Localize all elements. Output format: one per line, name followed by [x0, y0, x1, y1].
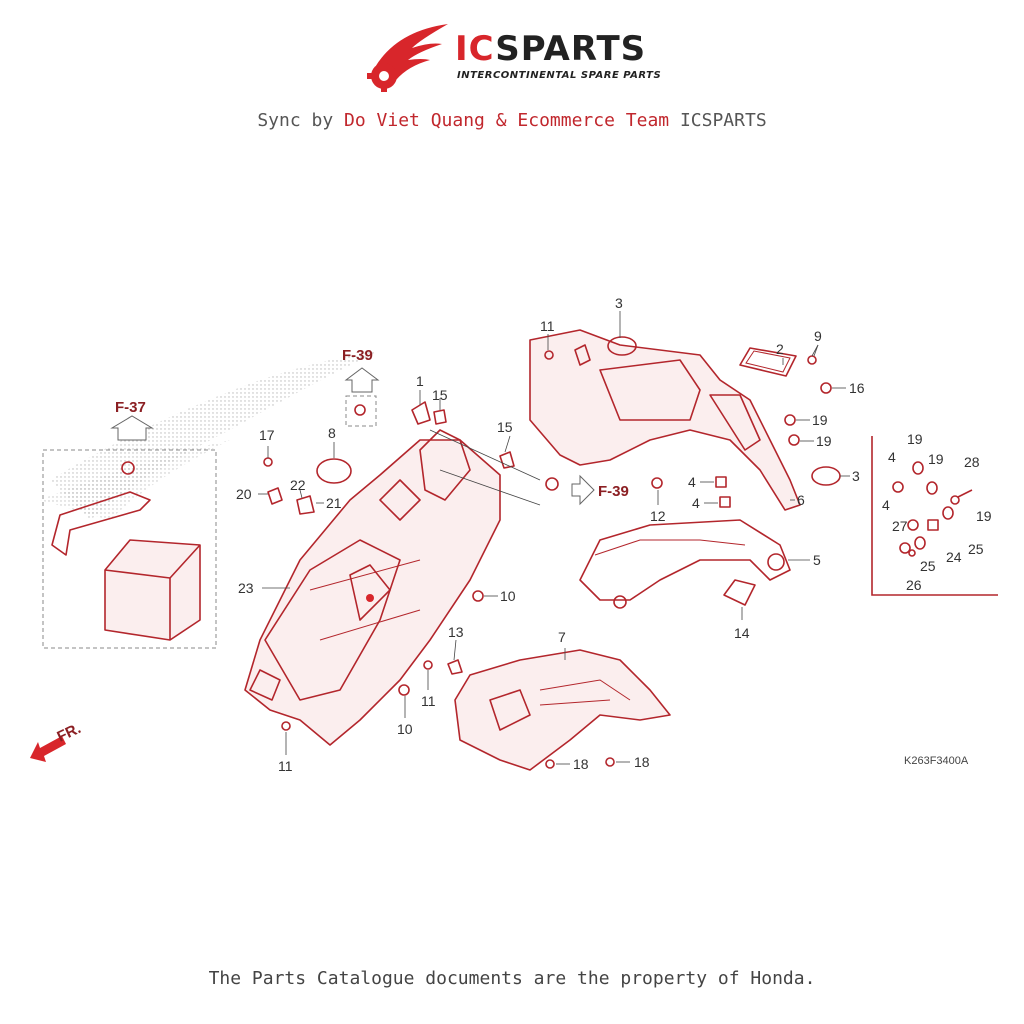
license-bracket-part: [529, 329, 801, 511]
part-label-11: 11: [540, 318, 555, 334]
part-label-19: 19: [812, 412, 828, 428]
nut-part: [447, 659, 463, 675]
part-label-18: 18: [573, 756, 589, 772]
collar-part: [719, 496, 731, 508]
shading-swoosh: [40, 440, 230, 520]
washer-part: [788, 434, 800, 446]
part-label-19: 19: [907, 431, 923, 447]
part-label-11: 11: [278, 758, 293, 774]
part-label-13: 13: [448, 624, 464, 640]
part-label-16: 16: [849, 380, 865, 396]
ring-part: [316, 458, 352, 484]
footer-notice: The Parts Catalogue documents are the pr…: [208, 968, 816, 989]
part-label-14: 14: [734, 625, 750, 641]
battery-group-box: [42, 449, 217, 649]
part-label-19: 19: [976, 508, 992, 524]
screw-part: [605, 757, 615, 767]
brand-tagline: INTERCONTINENTAL SPARE PARTS: [457, 70, 662, 81]
nut-part: [499, 451, 515, 469]
part-label-26: 26: [906, 577, 922, 593]
part-label-4: 4: [888, 449, 896, 465]
part-label-10: 10: [500, 588, 516, 604]
part-label-21: 21: [326, 495, 342, 511]
part-label-27: 27: [892, 518, 908, 534]
part-label-8: 8: [328, 425, 336, 441]
inset-hardware: [892, 461, 973, 557]
part-label-3: 3: [615, 295, 623, 311]
bolt-part: [544, 350, 554, 360]
part-label-5: 5: [813, 552, 821, 568]
part-label-25: 25: [920, 558, 936, 574]
part-label-2: 2: [776, 341, 784, 357]
brand-name: ICSPARTS: [455, 29, 647, 69]
ref-f37: F-37: [115, 399, 146, 416]
seal-part: [723, 579, 756, 606]
part-label-20: 20: [236, 486, 252, 502]
rear-fender-part: [244, 429, 501, 746]
screw-part: [545, 759, 555, 769]
brand-logo: ICSPARTS INTERCONTINENTAL SPARE PARTS: [360, 22, 670, 92]
part-label-9: 9: [814, 328, 822, 344]
part-label-18: 18: [634, 754, 650, 770]
reflector-part: [739, 347, 797, 377]
part-label-24: 24: [946, 549, 962, 565]
ref-front: FR.: [55, 720, 84, 746]
part-label-3: 3: [852, 468, 860, 484]
part-label-15: 15: [432, 387, 448, 403]
part-label-25: 25: [968, 541, 984, 557]
part-label-6: 6: [797, 492, 805, 508]
part-label-4: 4: [882, 497, 890, 513]
grab-rail-part: [579, 519, 791, 609]
diagram-code: K263F3400A: [904, 755, 969, 767]
clip-part: [267, 487, 283, 505]
bolt-part: [472, 590, 484, 602]
ref-f39-top: F-39: [342, 347, 373, 364]
sync-credit: Sync by Do Viet Quang & Ecommerce Team I…: [257, 110, 767, 131]
right-arrow-icon: [571, 474, 595, 506]
screw-part: [807, 355, 817, 365]
nut-part: [433, 409, 447, 425]
bolt-part: [354, 404, 366, 416]
front-arrow-icon: [30, 736, 66, 762]
part-label-11: 11: [421, 693, 436, 709]
part-label-4: 4: [688, 474, 696, 490]
washer-part: [784, 414, 796, 426]
inset-border: [871, 436, 998, 596]
bolt-part: [545, 477, 559, 491]
part-label-23: 23: [238, 580, 254, 596]
part-label-10: 10: [397, 721, 413, 737]
nut-part: [651, 477, 663, 489]
part-label-1: 1: [416, 373, 424, 389]
wing-gear-icon: [367, 24, 448, 92]
battery-part: [51, 461, 201, 641]
part-label-15: 15: [497, 419, 513, 435]
fuse-holder-part: [296, 495, 315, 515]
ref-f39-right: F-39: [598, 483, 629, 500]
grommet-part: [811, 466, 841, 486]
up-arrow-icon: [344, 367, 380, 393]
bolt-part: [263, 457, 273, 467]
bracket-part: [411, 401, 431, 425]
grommet-part: [607, 336, 637, 356]
bolt-detail-box: [345, 395, 377, 427]
collar-part: [715, 476, 727, 488]
part-label-17: 17: [259, 427, 275, 443]
bolt-part: [281, 721, 291, 731]
part-label-19: 19: [816, 433, 832, 449]
part-label-7: 7: [558, 629, 566, 645]
part-label-19: 19: [928, 451, 944, 467]
bolt-part: [398, 684, 410, 696]
inner-fender-part: [454, 649, 671, 771]
nut-part: [820, 382, 832, 394]
part-label-22: 22: [290, 477, 306, 493]
part-label-4: 4: [692, 495, 700, 511]
part-label-12: 12: [650, 508, 666, 524]
bolt-part: [423, 660, 433, 670]
part-label-28: 28: [964, 454, 980, 470]
up-arrow-icon: [110, 415, 154, 441]
